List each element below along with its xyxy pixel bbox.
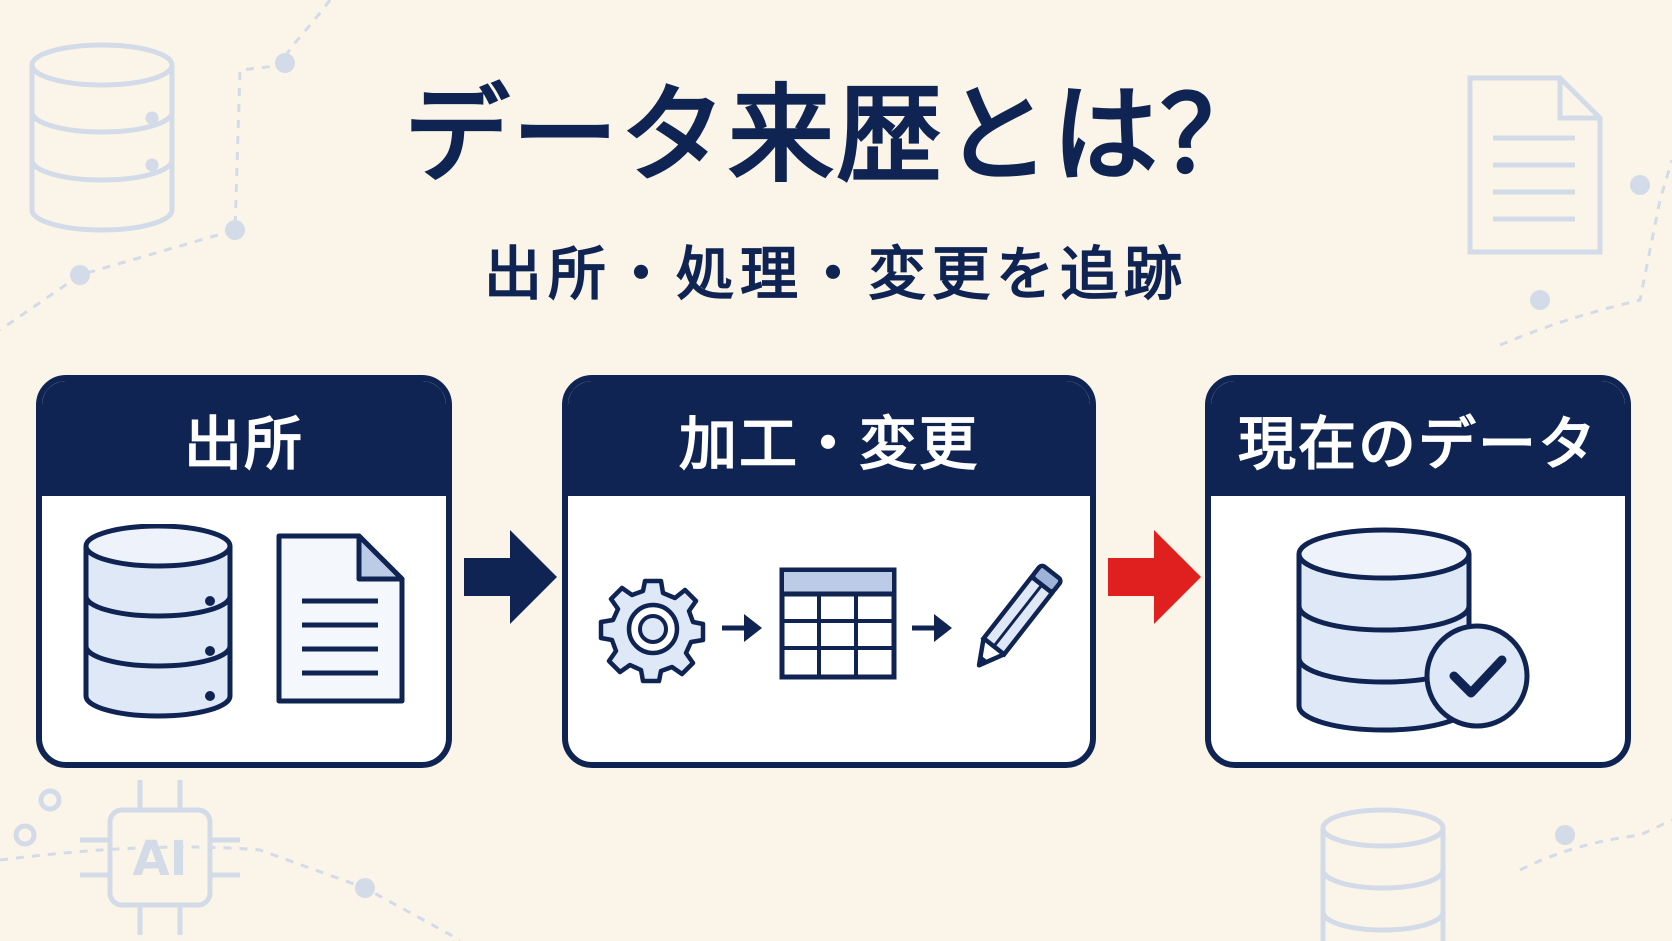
source-card: 出所 bbox=[36, 375, 452, 768]
process-card-body bbox=[568, 496, 1090, 762]
flow-arrow-2 bbox=[1108, 530, 1201, 624]
pencil-icon bbox=[976, 563, 1063, 668]
faint-ai-chip-icon bbox=[13, 780, 240, 935]
current-data-card: 現在のデータ bbox=[1205, 375, 1631, 768]
flow-arrow-1 bbox=[464, 530, 557, 624]
process-card-header: 加工・変更 bbox=[568, 381, 1090, 496]
page-title: データ来歴とは？ bbox=[404, 74, 1268, 197]
table-icon bbox=[779, 567, 897, 680]
source-card-body bbox=[42, 496, 446, 762]
faint-database-icon bbox=[1320, 807, 1446, 941]
small-arrow-icon bbox=[912, 614, 952, 642]
document-icon bbox=[276, 533, 405, 704]
current-data-card-body bbox=[1211, 496, 1625, 762]
faint-database-icon bbox=[29, 42, 175, 233]
current-data-card-header: 現在のデータ bbox=[1211, 381, 1625, 496]
gear-icon bbox=[598, 578, 706, 684]
process-card: 加工・変更 bbox=[562, 375, 1096, 768]
database-icon bbox=[83, 524, 233, 719]
source-card-header: 出所 bbox=[42, 381, 446, 496]
page-subtitle: 出所・処理・変更を追跡 bbox=[483, 240, 1188, 308]
faint-ai-chip-label: AI bbox=[132, 831, 187, 887]
small-arrow-icon bbox=[722, 614, 762, 642]
database-check-icon bbox=[1296, 527, 1530, 733]
faint-document-icon bbox=[1467, 75, 1603, 255]
